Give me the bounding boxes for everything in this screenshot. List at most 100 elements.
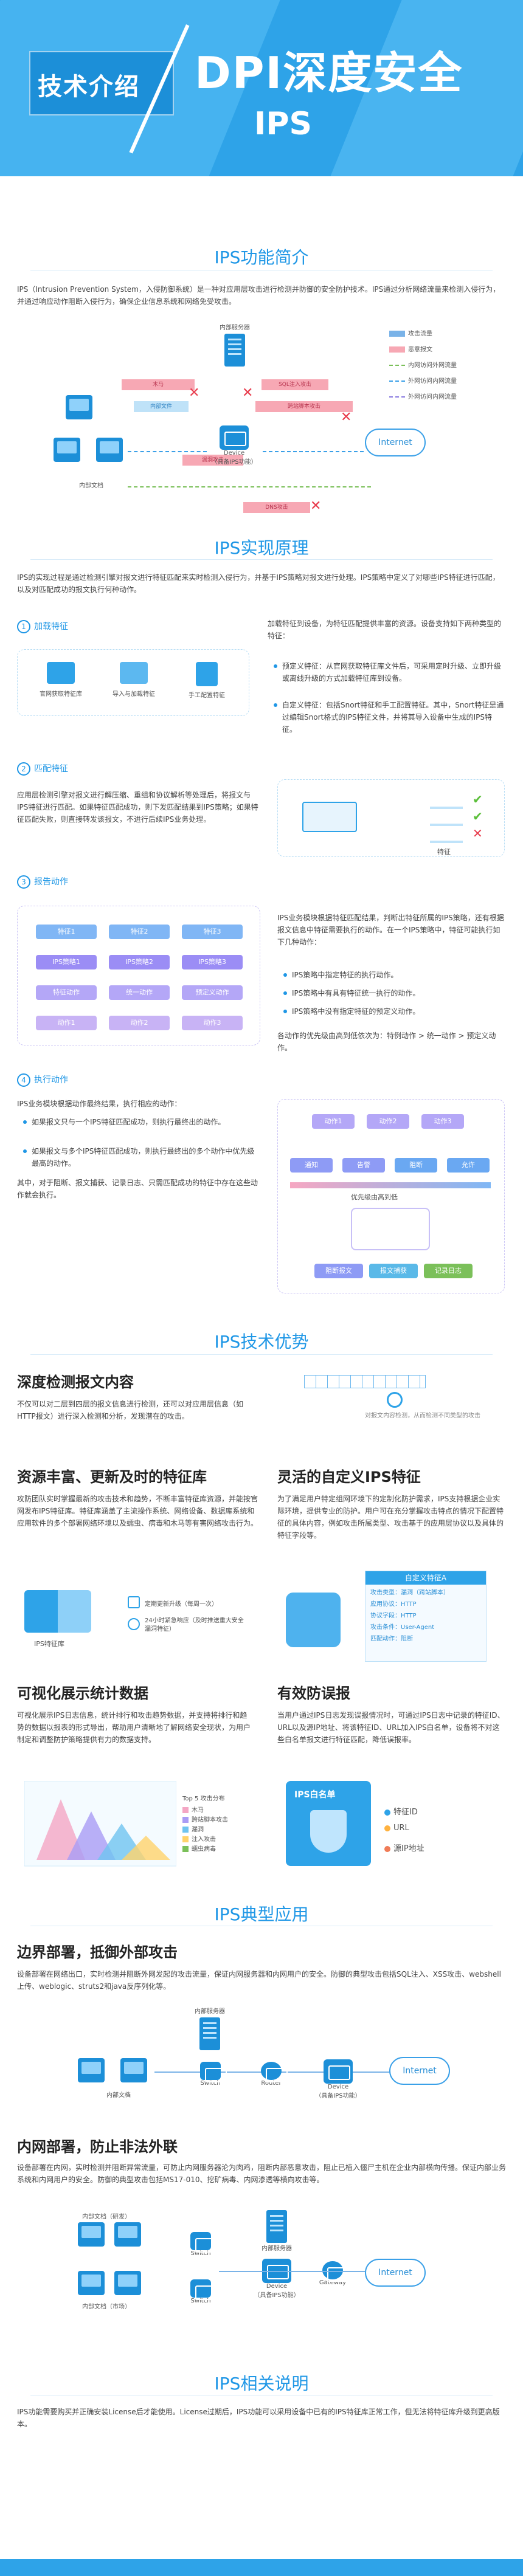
attack-label: SQL注入攻击 xyxy=(262,379,328,390)
computer-icon xyxy=(96,438,123,462)
footer-bar xyxy=(0,2559,523,2576)
section-title-application: IPS典型应用 xyxy=(214,1904,309,1924)
app1-node: Device （具备IPS功能） xyxy=(308,2059,369,2099)
section-title-intro: IPS功能简介 xyxy=(214,247,309,267)
puzzle-icon xyxy=(24,1590,91,1633)
principle-text: IPS的实现过程是通过检测引擎对报文进行特征匹配来实时检测入侵行为，并基于IPS… xyxy=(17,573,500,594)
app2-node: 内部服务器 xyxy=(243,2210,310,2252)
attack-label: 漏洞攻击 xyxy=(182,455,243,466)
step4-chip: 记录日志 xyxy=(424,1264,473,1278)
step3-bullet: IPS策略中指定特征的执行动作。 xyxy=(282,969,506,981)
diagram-host-2 xyxy=(49,438,85,462)
check-icon: ✔ xyxy=(473,809,483,824)
legend-swatch xyxy=(389,346,405,353)
app1-node: 内部服务器 xyxy=(176,2006,243,2050)
step3-text: IPS业务模块根据特征匹配结果，判断出特征所属的IPS策略，还有根据报文信息中特… xyxy=(277,914,504,946)
computer-icon xyxy=(114,2271,141,2295)
adv5-text: 当用户通过IPS日志发现误报情况时，可通过IPS日志中记录的特征ID、URL以及… xyxy=(277,1711,505,1744)
app1-host xyxy=(73,2058,109,2082)
hero-banner: 技术介绍 DPI深度安全 IPS xyxy=(0,0,523,176)
adv1-note: 对报文内容检测，从而检测不同类型的攻击 xyxy=(365,1413,480,1419)
block-icon: ✕ xyxy=(242,385,254,401)
internet-cloud: Internet xyxy=(365,429,426,456)
server-icon xyxy=(224,334,245,367)
puzzle-icon xyxy=(286,1593,341,1647)
step3-chip: 预定义动作 xyxy=(182,985,243,1000)
adv2-label: IPS特征库 xyxy=(34,1640,64,1648)
app1-host xyxy=(116,2058,152,2082)
step3-illustration: 特征1 特征2 特征3 IPS策略1 IPS策略2 IPS策略3 特征动作 统一… xyxy=(17,906,260,1045)
stats-legend-item: 漏洞 xyxy=(182,1825,262,1835)
server-icon xyxy=(199,2017,220,2050)
adv4-text: 可视化展示IPS日志信息，统计排行和攻击趋势数据，并支持将排行和趋势的数据以报表… xyxy=(17,1711,251,1744)
match-grid xyxy=(430,792,463,843)
internet-cloud: Internet xyxy=(389,2057,450,2085)
step2-text: 应用层检测引擎对报文进行解压缩、重组和协议解析等处理后，将报文与IPS特征进行匹… xyxy=(17,791,258,824)
switch-icon xyxy=(200,2062,227,2082)
custom-feature-card: 自定义特征A 攻击类型：漏洞（跨站脚本） 应用协议：HTTP 协议字段：HTTP… xyxy=(365,1571,487,1662)
stats-legend: Top 5 攻击分布 木马 跨站脚本攻击 漏洞 注入攻击 蠕虫病毒 xyxy=(182,1793,262,1855)
step3-chip: 动作2 xyxy=(109,1016,170,1030)
page-subtitle: IPS xyxy=(254,106,312,142)
step1-icon-2: 导入与加载特征 xyxy=(100,662,167,698)
legend-swatch xyxy=(389,396,405,398)
internet-cloud: Internet xyxy=(365,2259,426,2287)
app1-node: 内部文档 xyxy=(106,2092,131,2099)
whitelist-card-title: IPS白名单 xyxy=(294,1790,336,1800)
step3-chip: 特征2 xyxy=(109,925,170,939)
app2-host xyxy=(73,2222,109,2247)
stats-legend-item: 跨站脚本攻击 xyxy=(182,1816,262,1825)
whitelist-item: 源IP地址 xyxy=(384,1842,424,1853)
stats-legend-item: 蠕虫病毒 xyxy=(182,1845,262,1855)
computer-icon xyxy=(114,2222,141,2247)
attack-label: 木马 xyxy=(122,379,195,390)
edit-icon xyxy=(196,662,218,686)
adv4-title: 可视化展示统计数据 xyxy=(17,1685,148,1702)
legend-item: 外网访问内网流量 xyxy=(389,376,511,391)
shield-icon xyxy=(310,1810,347,1853)
firewall-icon xyxy=(220,425,249,450)
step4-text2: 其中，对于阻断、报文捕获、记录日志、只需匹配成功的特征中存在这些动作就会执行。 xyxy=(17,1179,258,1199)
diagram-device: Device （具备IPS功能） xyxy=(207,425,262,466)
app2-node: Switch xyxy=(182,2279,219,2304)
app2-text: 设备部署在内网，实时检测并阻断异常流量，可防止内网服务器沦为肉鸡，阻断内部恶意攻… xyxy=(17,2163,507,2184)
adv3-title: 灵活的自定义IPS特征 xyxy=(277,1469,421,1486)
adv2-title: 资源丰富、更新及时的特征库 xyxy=(17,1469,207,1486)
stats-legend-item: 注入攻击 xyxy=(182,1835,262,1845)
app2-node: Switch xyxy=(182,2232,219,2257)
step3-text2: 各动作的优先级由高到低依次为：特例动作 > 统一动作 > 预定义动作。 xyxy=(277,1031,496,1052)
cross-icon: ✕ xyxy=(473,826,483,841)
section-title-notes: IPS相关说明 xyxy=(214,2374,309,2394)
custom-feature-card-title: 自定义特征A xyxy=(365,1571,486,1585)
page-title: DPI深度安全 xyxy=(195,47,463,98)
step4-chip: 告警 xyxy=(342,1158,385,1173)
diagram-host-3 xyxy=(91,438,128,462)
section-title-principle: IPS实现原理 xyxy=(214,538,309,558)
result-box xyxy=(351,1208,430,1250)
step4-text: IPS业务模块根据动作最终结果，执行相应的动作： xyxy=(17,1100,182,1108)
step1-bullet: 预定义特征：从官网获取特征库文件后，可采用定时升级、立即升级或离线升级的方式加载… xyxy=(272,660,506,684)
app2-node: 内部文档（研发） xyxy=(82,2214,131,2220)
attack-label: 内部文件 xyxy=(134,401,189,412)
divider xyxy=(30,559,493,560)
step3-chip: 动作3 xyxy=(182,1016,243,1030)
app1-node: Switch xyxy=(192,2062,229,2087)
custom-feature-row: 应用协议：HTTP xyxy=(370,1601,417,1608)
adv1-text: 不仅可以对二层到四层的报文信息进行检测，还可以对应用层信息（如HTTP报文）进行… xyxy=(17,1400,244,1421)
flow-line xyxy=(128,451,207,452)
priority-label: 优先级由高到低 xyxy=(351,1193,398,1201)
computer-icon xyxy=(120,2058,147,2082)
link-line xyxy=(219,2271,365,2272)
step4-chip: 阻断 xyxy=(395,1158,437,1173)
priority-arrow xyxy=(290,1182,491,1188)
attack-label: DNS攻击 xyxy=(243,502,310,513)
step2-illustration: ✔ ✔ ✕ 特征 xyxy=(277,779,505,857)
step1-icon-1: 官网获取特征库 xyxy=(27,662,94,698)
flow-line xyxy=(263,451,364,452)
step3-chip: IPS策略1 xyxy=(36,955,97,969)
step4-bullet: 如果报文与多个IPS特征匹配成功，则执行最终出的多个动作中优先级最高的动作。 xyxy=(22,1145,260,1169)
custom-feature-row: 协议字段：HTTP xyxy=(370,1613,417,1619)
flow-line xyxy=(128,486,371,487)
